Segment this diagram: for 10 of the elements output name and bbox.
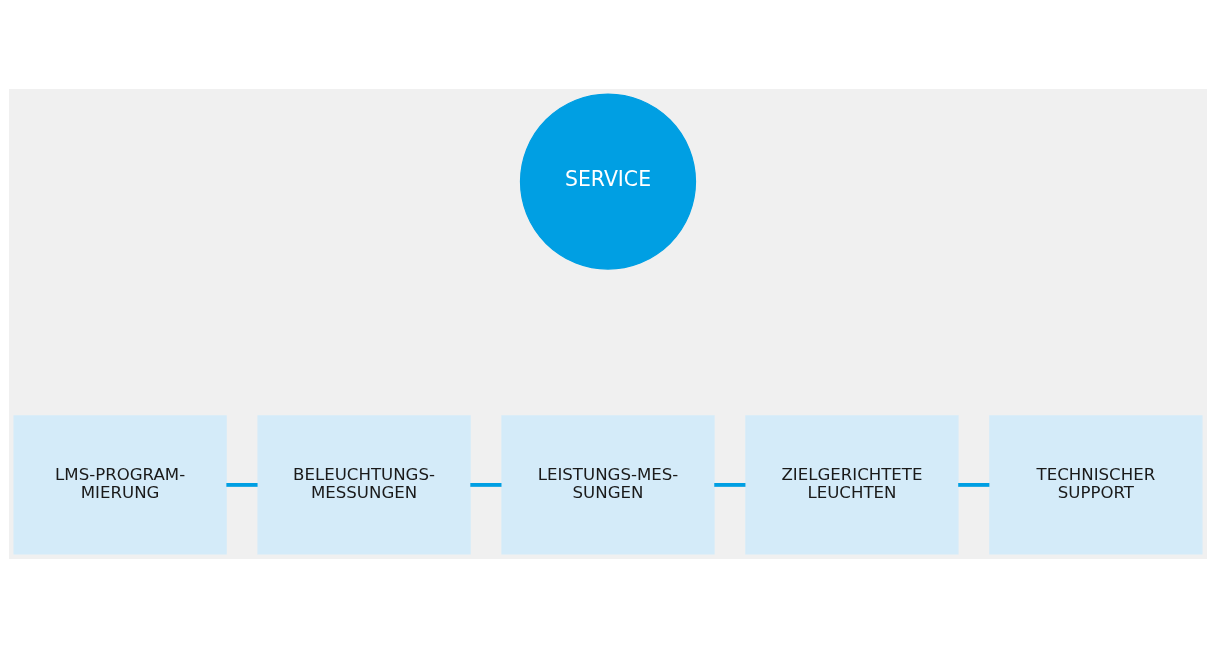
node-box: TECHNISCHER SUPPORT xyxy=(989,415,1203,555)
connector xyxy=(958,483,990,487)
node-box: LMS-PROGRAM- MIERUNG xyxy=(13,415,227,555)
node-box: LEISTUNGS-MES- SUNGEN xyxy=(501,415,715,555)
connector xyxy=(226,483,258,487)
connector xyxy=(714,483,746,487)
node-box: ZIELGERICHTETE LEUCHTEN xyxy=(745,415,959,555)
node-circle: SERVICE xyxy=(519,93,697,270)
connector xyxy=(470,483,502,487)
node-box: BELEUCHTUNGS- MESSUNGEN xyxy=(257,415,471,555)
